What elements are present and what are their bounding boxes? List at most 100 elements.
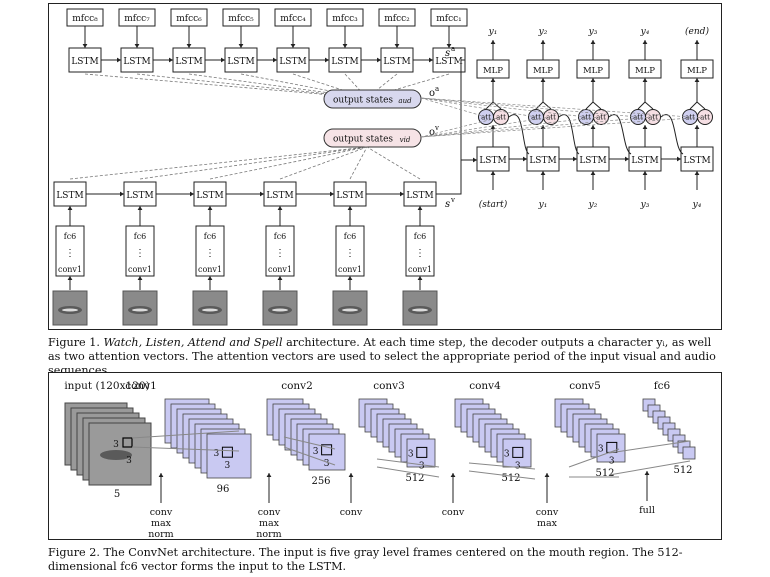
- layer-size-label: 512: [501, 473, 520, 484]
- audio-lstm-arrow-head: [221, 57, 225, 63]
- s-v-label: s: [445, 199, 450, 210]
- video-dash-line: [349, 146, 368, 180]
- att-aud-label: att: [581, 114, 591, 122]
- decoder-input-label: y₂: [588, 200, 598, 210]
- audio-lstm-arrow-head: [117, 57, 121, 63]
- layer-name: conv1: [125, 380, 157, 392]
- conv1-label: conv1: [268, 265, 292, 274]
- input-depth-label: 5: [114, 489, 120, 500]
- decoder-lstm-label: LSTM: [579, 156, 606, 166]
- mfcc-label: mfcc₈: [72, 14, 98, 24]
- layer-connection-line: [468, 462, 536, 470]
- audio-lstm-arrow-head: [325, 57, 329, 63]
- input-to-lstm-arrow-head: [694, 171, 700, 175]
- mfcc-label: mfcc₁: [436, 14, 462, 24]
- decoder-lstm-arrow-head: [625, 156, 629, 162]
- s-a-sup: a: [451, 45, 455, 53]
- mlp-label: MLP: [533, 66, 553, 76]
- decoder-input-label: y₄: [692, 200, 702, 210]
- las-architecture-svg: mfcc₈LSTMmfcc₇LSTMmfcc₆LSTMmfcc₅LSTMmfcc…: [52, 8, 714, 326]
- mouth-teeth: [412, 308, 428, 312]
- att-join-line: [696, 101, 706, 110]
- output-states-vid-label: output states: [333, 135, 393, 145]
- att-vid-dash: [420, 116, 706, 138]
- mfcc-label: mfcc₆: [176, 14, 202, 24]
- convnet-arrow-head: [207, 206, 213, 210]
- layer-size-label: 512: [405, 473, 424, 484]
- input-to-lstm-arrow-head: [490, 171, 496, 175]
- mouth-teeth: [202, 308, 218, 312]
- lstm-to-att-arrow-head: [694, 125, 700, 129]
- video-lstm-label: LSTM: [126, 191, 153, 201]
- feature-map: [596, 433, 626, 463]
- input-to-lstm-arrow-head: [590, 171, 596, 175]
- conv1-label: conv1: [338, 265, 362, 274]
- att-aud-dash: [420, 97, 639, 118]
- layer-connection-line: [608, 460, 691, 476]
- layer-size-label: 96: [217, 484, 230, 495]
- att-join-line: [644, 101, 654, 110]
- mouth-teeth: [342, 308, 358, 312]
- input-to-lstm-arrow-head: [642, 171, 648, 175]
- audio-lstm-box: [276, 47, 310, 73]
- conv1-label: conv1: [198, 265, 222, 274]
- audio-lstm-arrow-head: [429, 57, 433, 63]
- att-join-line: [585, 101, 594, 110]
- att-to-mlp-arrow-head: [540, 78, 546, 82]
- layer-connection-line: [376, 458, 440, 468]
- att-to-mlp-arrow-head: [642, 78, 648, 82]
- mfcc-label: mfcc₇: [124, 14, 150, 24]
- output-states-vid-pill: [323, 128, 422, 148]
- att-to-mlp-arrow-head: [694, 78, 700, 82]
- mouth-frame: [262, 290, 298, 326]
- layer-connection-line: [283, 436, 336, 450]
- layer-connection-line: [468, 470, 536, 480]
- vdots-label: ⋮: [65, 248, 75, 259]
- frame-arrow-head: [67, 276, 73, 280]
- feature-map: [406, 438, 436, 468]
- state-to-decoder-arrow-head: [473, 157, 477, 163]
- att-to-mlp-arrow-head: [490, 78, 496, 82]
- o-v-label: o: [429, 127, 435, 138]
- layer-connection-line: [376, 466, 440, 478]
- layer-name: conv4: [469, 380, 501, 392]
- conv1-label: conv1: [128, 265, 152, 274]
- layer-connection-line: [283, 446, 336, 466]
- vdots-label: ⋮: [415, 248, 425, 259]
- mlp-output-arrow-head: [590, 40, 596, 44]
- kernel-label: 3: [504, 449, 510, 459]
- o-a-label: o: [429, 88, 435, 99]
- caption-1-title: Watch, Listen, Attend and Spell: [103, 336, 283, 349]
- mfcc-label: mfcc₃: [332, 14, 358, 24]
- mlp-output-arrow-head: [642, 40, 648, 44]
- s-a-label: s: [445, 48, 450, 59]
- feature-map: [502, 438, 532, 468]
- audio-lstm-arrow-head: [377, 57, 381, 63]
- kernel-box: [321, 444, 333, 456]
- fc6-label: fc6: [134, 232, 147, 241]
- att-vid-label: att: [496, 114, 506, 122]
- att-aud-dash: [420, 97, 537, 118]
- o-a-sup: a: [435, 85, 439, 93]
- audio-lstm-box: [68, 47, 102, 73]
- output-states-aud-pill: [323, 89, 422, 109]
- att-aud-dash: [420, 97, 487, 118]
- decoder-lstm-box: [680, 146, 714, 172]
- att-join-line: [689, 101, 698, 110]
- lstm-to-att-arrow-head: [642, 125, 648, 129]
- decoder-input-label: (start): [479, 199, 508, 210]
- kernel-label: 3: [408, 449, 414, 459]
- mlp-output-arrow-head: [490, 40, 496, 44]
- video-lstm-box: [53, 181, 87, 207]
- conv1-label: conv1: [408, 265, 432, 274]
- op-arrow-head: [158, 473, 164, 477]
- att-context-curve: [660, 114, 684, 155]
- op-label: conv: [340, 507, 363, 518]
- decoder-input-label: y₁: [538, 200, 548, 210]
- op-arrow-head: [644, 471, 650, 475]
- frame-arrow-head: [417, 276, 423, 280]
- mfcc-label: mfcc₂: [384, 14, 410, 24]
- audio-lstm-label: LSTM: [71, 57, 98, 67]
